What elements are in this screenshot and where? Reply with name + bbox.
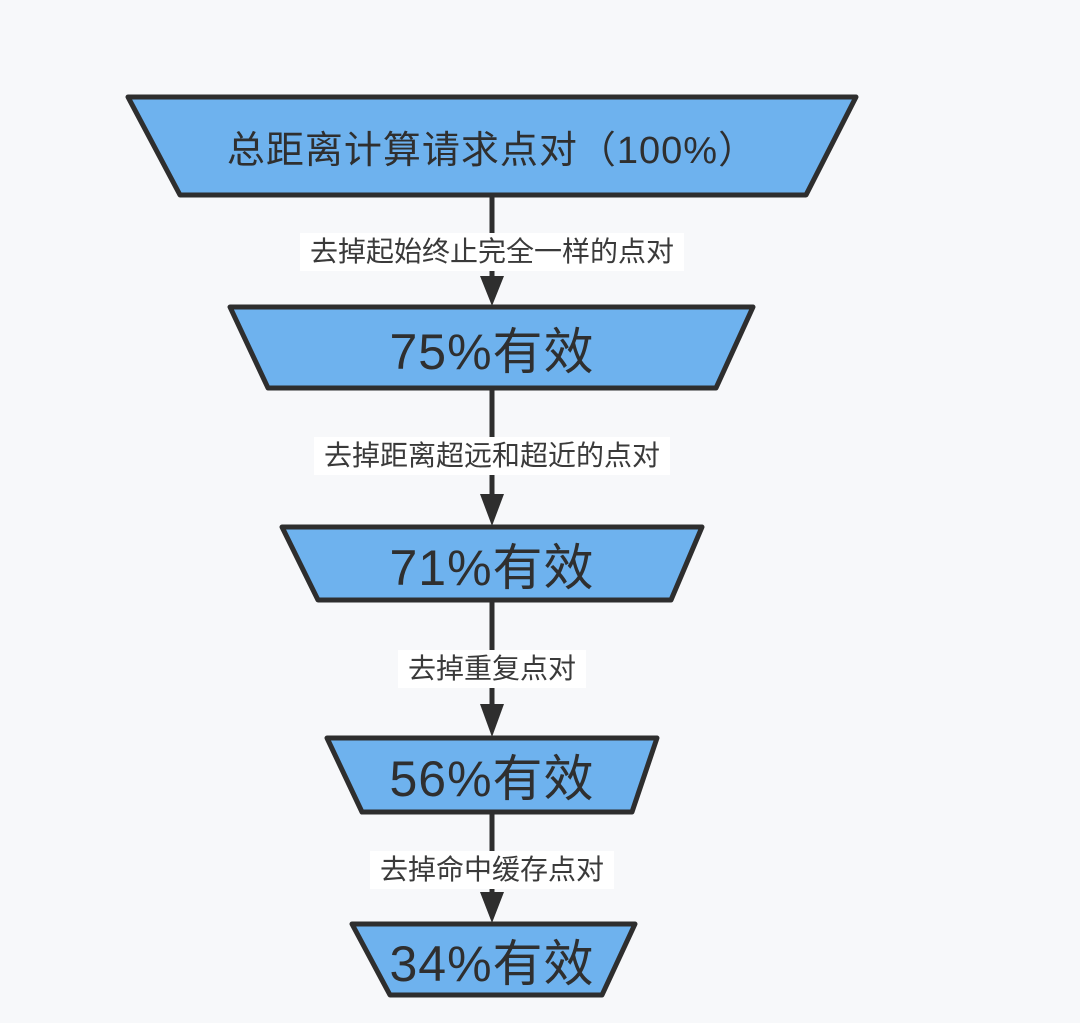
funnel-stage-2-label: 75%有效 — [389, 323, 595, 380]
transition-4-label: 去掉命中缓存点对 — [369, 851, 615, 889]
funnel-stage-3-shape — [279, 524, 705, 603]
funnel-stage-2-shape — [227, 304, 756, 391]
funnel-stage-4-shape — [324, 735, 660, 815]
arrow-down-icon — [480, 892, 504, 923]
funnel-stage-1-shape — [125, 94, 859, 198]
funnel-stage-5-label: 34%有效 — [389, 935, 595, 992]
transition-2-label: 去掉距离超远和超近的点对 — [313, 437, 671, 475]
funnel-stage-5-shape — [349, 921, 638, 998]
arrow-down-icon — [480, 494, 504, 526]
arrow-down-icon — [480, 704, 504, 737]
funnel-stage-1-label: 总距离计算请求点对（100%） — [226, 129, 758, 172]
funnel-stage-4-label: 56%有效 — [389, 751, 595, 807]
transition-3-label: 去掉重复点对 — [397, 650, 587, 688]
arrow-down-icon — [480, 276, 504, 306]
funnel-stage-3-label: 71%有效 — [389, 539, 595, 596]
transition-1-label: 去掉起始终止完全一样的点对 — [299, 233, 685, 271]
